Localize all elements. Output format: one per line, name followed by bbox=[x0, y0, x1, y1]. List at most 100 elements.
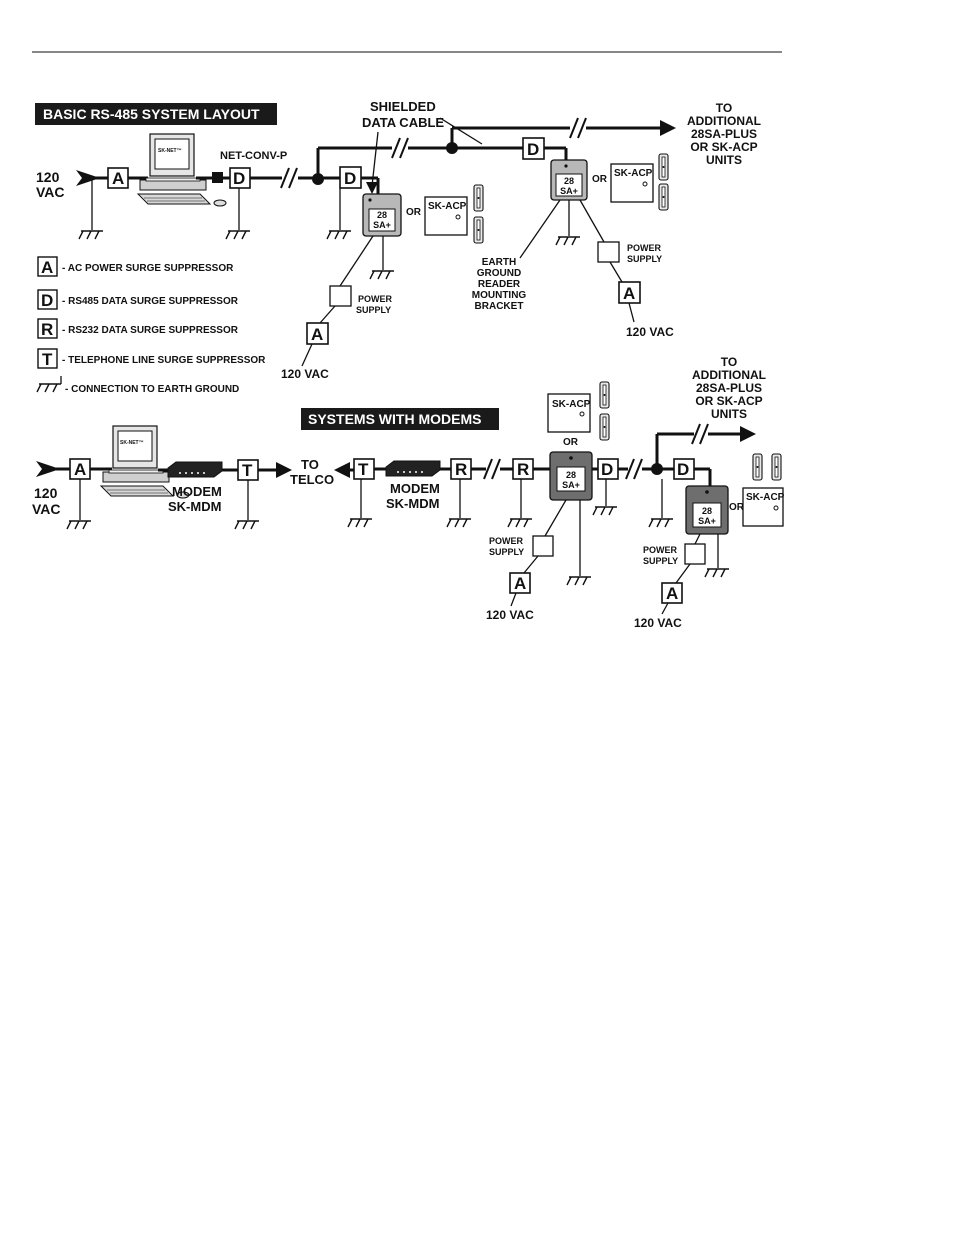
reader-icon bbox=[473, 216, 484, 244]
power-supply-box bbox=[329, 285, 352, 307]
svg-text:SK-ACP: SK-ACP bbox=[428, 201, 467, 212]
svg-text:SK-ACP: SK-ACP bbox=[552, 399, 591, 410]
power-label-1: POWER bbox=[489, 536, 524, 546]
or-label: OR bbox=[592, 174, 608, 185]
ground-icon bbox=[369, 270, 395, 280]
svg-text:T: T bbox=[358, 460, 369, 479]
svg-text:A: A bbox=[514, 574, 526, 593]
svg-text:EARTH: EARTH bbox=[482, 257, 516, 268]
or-label: OR bbox=[406, 207, 422, 218]
sk-acp-right: SK-ACP bbox=[610, 163, 654, 203]
svg-text:A: A bbox=[41, 258, 53, 277]
svg-text:A: A bbox=[74, 460, 86, 479]
surge-box-a bbox=[306, 322, 329, 345]
ground-icon bbox=[225, 230, 251, 240]
reader-icon bbox=[752, 453, 763, 481]
vac-label-6: 120 VAC bbox=[634, 616, 682, 630]
unit-28sa-modem: 28 SA+ bbox=[549, 451, 593, 501]
output-arrow bbox=[660, 120, 676, 136]
svg-text:D: D bbox=[527, 140, 539, 159]
vac-label-4-bottom: VAC bbox=[32, 501, 61, 517]
ground-icon bbox=[555, 236, 581, 246]
svg-text:ADDITIONAL: ADDITIONAL bbox=[687, 114, 761, 128]
power-label-2: SUPPLY bbox=[627, 254, 662, 264]
svg-text:A: A bbox=[623, 284, 635, 303]
basic-title-bar bbox=[35, 103, 277, 125]
ground-icon bbox=[78, 230, 104, 240]
modem-label-2: SK-MDM bbox=[386, 496, 439, 511]
svg-text:SA+: SA+ bbox=[373, 220, 391, 230]
svg-text:A: A bbox=[666, 584, 678, 603]
svg-text:SK-ACP: SK-ACP bbox=[614, 168, 653, 179]
svg-text:R: R bbox=[517, 460, 529, 479]
net-conv-label: NET-CONV-P bbox=[220, 150, 287, 162]
svg-text:TO: TO bbox=[721, 355, 737, 369]
break-mark bbox=[280, 167, 290, 189]
net-conv-icon bbox=[212, 172, 223, 183]
surge-box-a-letter: A bbox=[112, 169, 124, 188]
ground-icon bbox=[326, 230, 352, 240]
ground-icon bbox=[36, 383, 62, 393]
svg-text:OR SK-ACP: OR SK-ACP bbox=[690, 140, 757, 154]
svg-text:R: R bbox=[455, 460, 467, 479]
svg-text:28: 28 bbox=[564, 176, 574, 186]
power-label-2: SUPPLY bbox=[489, 547, 524, 557]
svg-text:28SA-PLUS: 28SA-PLUS bbox=[696, 381, 762, 395]
computer-icon bbox=[137, 133, 227, 207]
vac-label-1-top: 120 bbox=[36, 169, 60, 185]
svg-text:SA+: SA+ bbox=[560, 186, 578, 196]
power-label-1: POWER bbox=[643, 545, 678, 555]
svg-text:UNITS: UNITS bbox=[706, 153, 742, 167]
basic-rs485-section: BASIC RS-485 SYSTEM LAYOUT 120 VAC A SK-… bbox=[35, 99, 761, 381]
power-label-2: SUPPLY bbox=[356, 305, 391, 315]
svg-text:28: 28 bbox=[702, 506, 712, 516]
legend-r: - RS232 DATA SURGE SUPPRESSOR bbox=[62, 325, 239, 336]
modem-icon bbox=[385, 460, 441, 477]
power-label-1: POWER bbox=[358, 294, 393, 304]
surge-box-a bbox=[661, 582, 683, 604]
sk-acp-modem-right: SK-ACP bbox=[742, 487, 785, 527]
telco-arrow-left bbox=[334, 462, 350, 478]
sk-acp-modem: SK-ACP bbox=[547, 393, 591, 433]
power-label-2: SUPPLY bbox=[643, 556, 678, 566]
ground-icon bbox=[648, 518, 674, 528]
output-arrow bbox=[740, 426, 756, 442]
power-supply-box bbox=[597, 241, 620, 263]
svg-text:SK-ACP: SK-ACP bbox=[746, 492, 785, 503]
reader-icon bbox=[658, 183, 669, 211]
modem-section: SYSTEMS WITH MODEMS 120 VAC A SK-NET™ MO… bbox=[32, 355, 785, 630]
svg-text:D: D bbox=[41, 291, 53, 310]
to-additional-bottom: TO ADDITIONAL 28SA-PLUS OR SK-ACP UNITS bbox=[692, 355, 766, 421]
shielded-label-2: DATA CABLE bbox=[362, 115, 444, 130]
vac-label-5: 120 VAC bbox=[486, 608, 534, 622]
svg-text:R: R bbox=[41, 320, 53, 339]
legend-ground: - CONNECTION TO EARTH GROUND bbox=[65, 384, 239, 395]
legend-t: - TELEPHONE LINE SURGE SUPPRESSOR bbox=[62, 355, 266, 366]
unit-28sa-modem-right: 28 SA+ bbox=[685, 485, 729, 535]
or-label: OR bbox=[563, 437, 579, 448]
reader-icon bbox=[599, 381, 610, 409]
telco-label-1: TO bbox=[301, 457, 319, 472]
or-label: OR bbox=[729, 502, 745, 513]
legend-a: - AC POWER SURGE SUPPRESSOR bbox=[62, 263, 234, 274]
vac-label-3: 120 VAC bbox=[626, 325, 674, 339]
ground-icon bbox=[234, 520, 260, 530]
sk-net-label: SK-NET™ bbox=[120, 440, 144, 446]
ground-icon bbox=[347, 518, 373, 528]
modem-title: SYSTEMS WITH MODEMS bbox=[308, 411, 481, 427]
legend-d: - RS485 DATA SURGE SUPPRESSOR bbox=[62, 296, 239, 307]
legend: A - AC POWER SURGE SUPPRESSOR D - RS485 … bbox=[36, 256, 266, 395]
power-supply-box bbox=[532, 535, 554, 557]
svg-text:A: A bbox=[311, 325, 323, 344]
vac-label-2: 120 VAC bbox=[281, 367, 329, 381]
svg-text:GROUND: GROUND bbox=[477, 268, 521, 279]
power-label-1: POWER bbox=[627, 243, 662, 253]
svg-text:UNITS: UNITS bbox=[711, 407, 747, 421]
modem-label-1: MODEM bbox=[390, 481, 440, 496]
svg-text:SA+: SA+ bbox=[562, 480, 580, 490]
reader-icon bbox=[473, 184, 484, 212]
unit-28sa-right: 28 SA+ bbox=[550, 159, 588, 201]
svg-text:READER: READER bbox=[478, 279, 521, 290]
svg-text:28: 28 bbox=[566, 470, 576, 480]
